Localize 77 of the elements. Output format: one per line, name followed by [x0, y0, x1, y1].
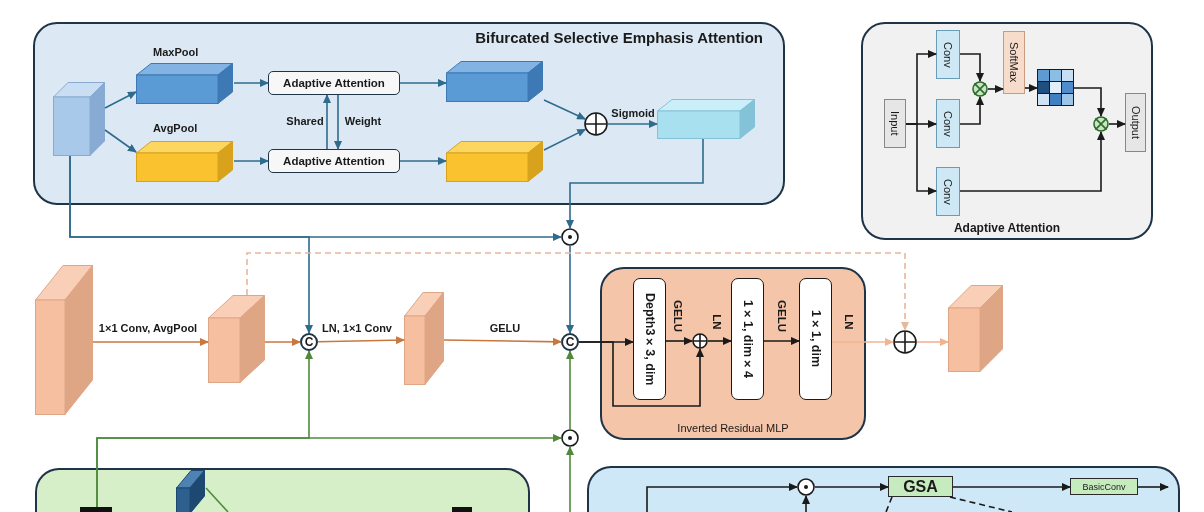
flow-arrow [543, 128, 587, 151]
concat-operator: C [300, 333, 318, 351]
flow-arrow [323, 94, 331, 150]
process-box: Conv [936, 30, 960, 79]
edge-label: Sigmoid [609, 106, 657, 120]
flow-arrow [233, 79, 269, 87]
panel-title: Adaptive Attention [953, 221, 1061, 235]
process-box: Adaptive Attention [268, 71, 400, 95]
flow-arrow [399, 157, 447, 165]
flow-arrow [1073, 87, 1105, 117]
process-box: Adaptive Attention [268, 149, 400, 173]
layer-label: MaxPool [153, 46, 199, 60]
panel-title: Inverted Residual MLP [677, 422, 789, 434]
module-panel [587, 466, 1180, 512]
edge-label: GELU [487, 321, 523, 335]
edge-label: Weight [342, 114, 384, 128]
process-box: Depth3×3, dim [633, 278, 666, 400]
flow-arrow [646, 483, 798, 512]
skip-connection-line [949, 496, 1013, 512]
skip-connection-line [246, 252, 909, 331]
flow-arrow [233, 157, 269, 165]
flow-arrow [707, 337, 732, 345]
flow-arrow [92, 338, 209, 346]
flow-arrow [443, 337, 562, 346]
flow-arrow [905, 123, 937, 195]
module-panel [600, 267, 866, 440]
layer-label: AvgPool [153, 122, 198, 136]
flow-arrow [916, 338, 949, 346]
flow-arrow [566, 350, 574, 430]
edge-label: 1×1 Conv, AvgPool [96, 321, 200, 335]
process-box: 1×1, dim [799, 278, 832, 400]
process-box: Input [884, 99, 906, 148]
process-box: GSA [888, 476, 953, 497]
panel-title: Bifurcated Selective Emphasis Attention [475, 29, 763, 46]
flow-arrow [104, 91, 137, 109]
process-box: Conv [936, 99, 960, 148]
flow-arrow [543, 99, 586, 120]
flow-arrow [1137, 483, 1169, 491]
flow-arrow [317, 336, 405, 345]
concat-operator: C [561, 333, 579, 351]
flow-arrow [763, 337, 800, 345]
flow-arrow [607, 120, 658, 128]
flow-arrow [831, 338, 894, 346]
flow-arrow [566, 245, 574, 334]
process-box: BasicConv [1070, 478, 1138, 495]
flow-arrow [566, 446, 574, 512]
module-panel [861, 22, 1153, 240]
flow-arrow [96, 434, 562, 508]
layer-bar [80, 507, 112, 512]
flow-arrow [334, 94, 342, 150]
flow-arrow [264, 338, 301, 346]
edge-label: LN, 1×1 Conv [320, 321, 394, 335]
flow-arrow [399, 79, 447, 87]
module-panel [35, 468, 530, 512]
flow-arrow [104, 129, 137, 153]
flow-arrow [959, 96, 984, 125]
flow-arrow [69, 155, 313, 334]
module-panel [33, 22, 785, 205]
flow-arrow [952, 483, 1071, 491]
flow-arrow [566, 138, 704, 229]
flow-arrow [1108, 120, 1126, 128]
flow-arrow [814, 483, 889, 491]
skip-connection-line [885, 496, 893, 512]
layer-bar [452, 507, 472, 512]
flow-arrow [665, 337, 693, 345]
process-box: Output [1125, 93, 1146, 152]
flow-arrow [987, 85, 1004, 93]
flow-arrow [959, 131, 1105, 192]
process-box: SoftMax [1003, 31, 1025, 94]
process-box: Conv [936, 167, 960, 216]
process-box: 1×1, dim×4 [731, 278, 764, 400]
flow-arrow [802, 495, 810, 512]
flow-arrow [959, 53, 984, 82]
flow-arrow [1024, 84, 1038, 92]
edge-label: Shared [284, 114, 326, 128]
flow-arrow [578, 341, 704, 407]
connector-line [205, 487, 229, 512]
